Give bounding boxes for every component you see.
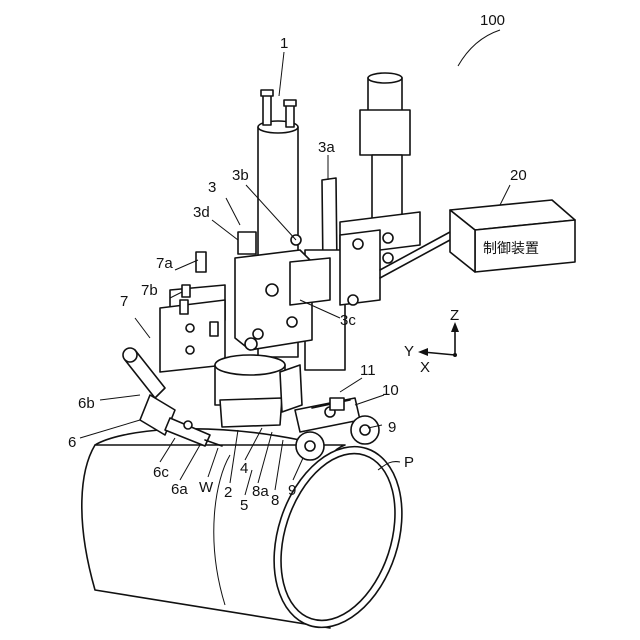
- label-10: 10: [382, 382, 399, 399]
- label-x: X: [420, 359, 430, 376]
- label-2: 2: [224, 484, 232, 501]
- label-3a: 3a: [318, 139, 335, 156]
- guide-column: [305, 73, 450, 370]
- label-6: 6: [68, 434, 76, 451]
- label-z: Z: [450, 307, 459, 324]
- label-11: 11: [360, 362, 376, 379]
- label-3c: 3c: [340, 312, 356, 329]
- label-p: P: [404, 454, 414, 471]
- label-4: 4: [240, 460, 248, 477]
- label-y: Y: [404, 343, 414, 360]
- label-7b: 7b: [141, 282, 158, 299]
- label-3b: 3b: [232, 167, 249, 184]
- label-w: W: [199, 479, 214, 496]
- label-7a: 7a: [156, 255, 173, 272]
- label-7: 7: [120, 293, 128, 310]
- label-9-left: 9: [288, 482, 296, 499]
- label-20: 20: [510, 167, 527, 184]
- label-6a: 6a: [171, 481, 188, 498]
- label-9-right: 9: [388, 419, 396, 436]
- axis-triad: [418, 322, 459, 357]
- label-5: 5: [240, 497, 248, 514]
- label-6b: 6b: [78, 395, 95, 412]
- label-100: 100: [480, 12, 505, 29]
- controller-label: 制御装置: [483, 241, 539, 257]
- label-1: 1: [280, 35, 288, 52]
- pipe: [82, 429, 424, 640]
- label-3: 3: [208, 179, 216, 196]
- rotating-unit: [215, 355, 302, 427]
- controller-box: 制御装置: [450, 200, 575, 272]
- label-8: 8: [271, 492, 279, 509]
- label-3d: 3d: [193, 204, 210, 221]
- label-8a: 8a: [252, 483, 269, 500]
- label-6c: 6c: [153, 464, 169, 481]
